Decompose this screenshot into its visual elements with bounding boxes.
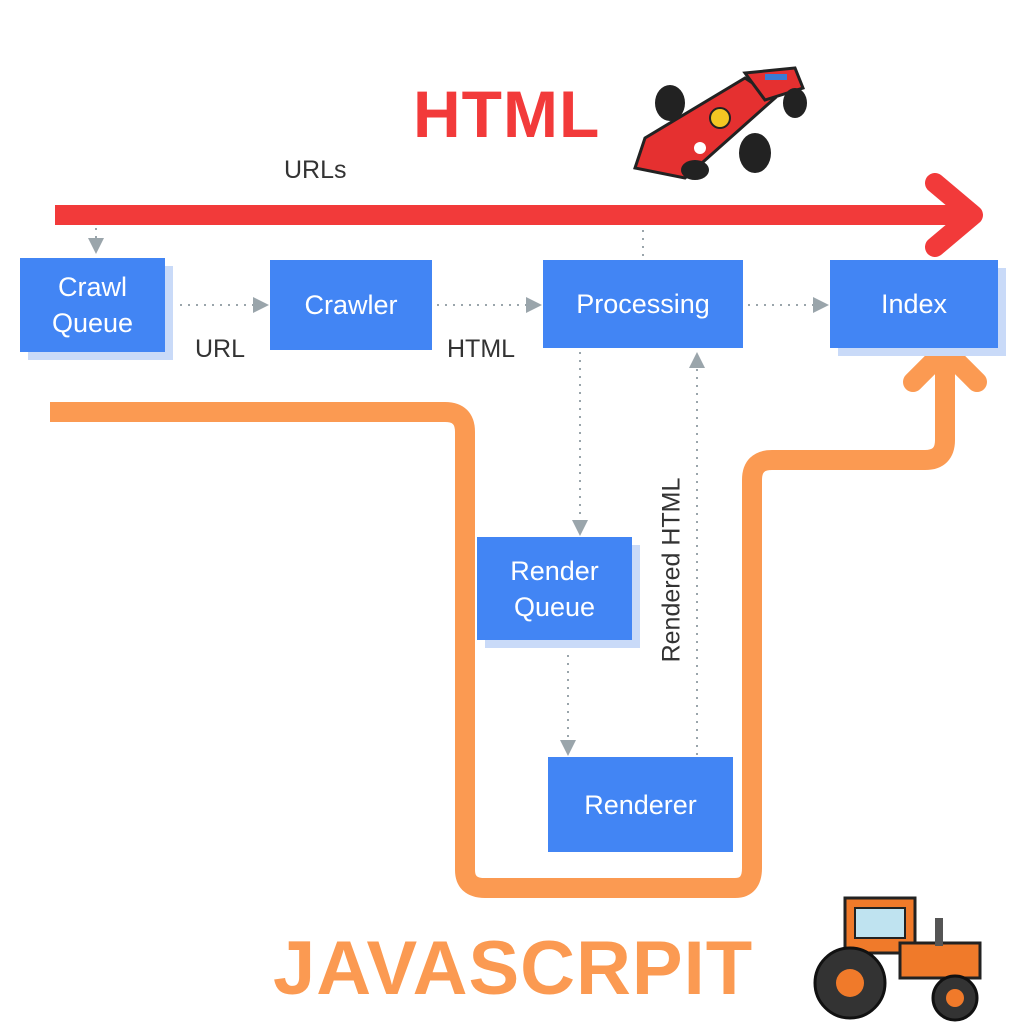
renderer-box: Renderer	[548, 757, 733, 852]
html-fast-path-arrow	[55, 173, 983, 257]
race-car-icon	[633, 66, 807, 180]
urls-label: URLs	[284, 156, 347, 184]
html-title: HTML	[413, 77, 601, 151]
crawl-queue-box: Crawl Queue	[20, 258, 165, 352]
html-label: HTML	[447, 335, 516, 363]
javascript-title: JAVASCRPIT	[273, 926, 754, 1011]
processing-box: Processing	[543, 260, 743, 348]
tractor-icon	[813, 896, 982, 1022]
rendered-html-label: Rendered HTML	[657, 477, 686, 663]
index-box: Index	[830, 260, 998, 348]
crawler-box: Crawler	[270, 260, 432, 350]
url-label: URL	[195, 335, 246, 363]
render-queue-box: Render Queue	[477, 537, 632, 640]
javascript-slow-path-arrow	[50, 340, 987, 898]
